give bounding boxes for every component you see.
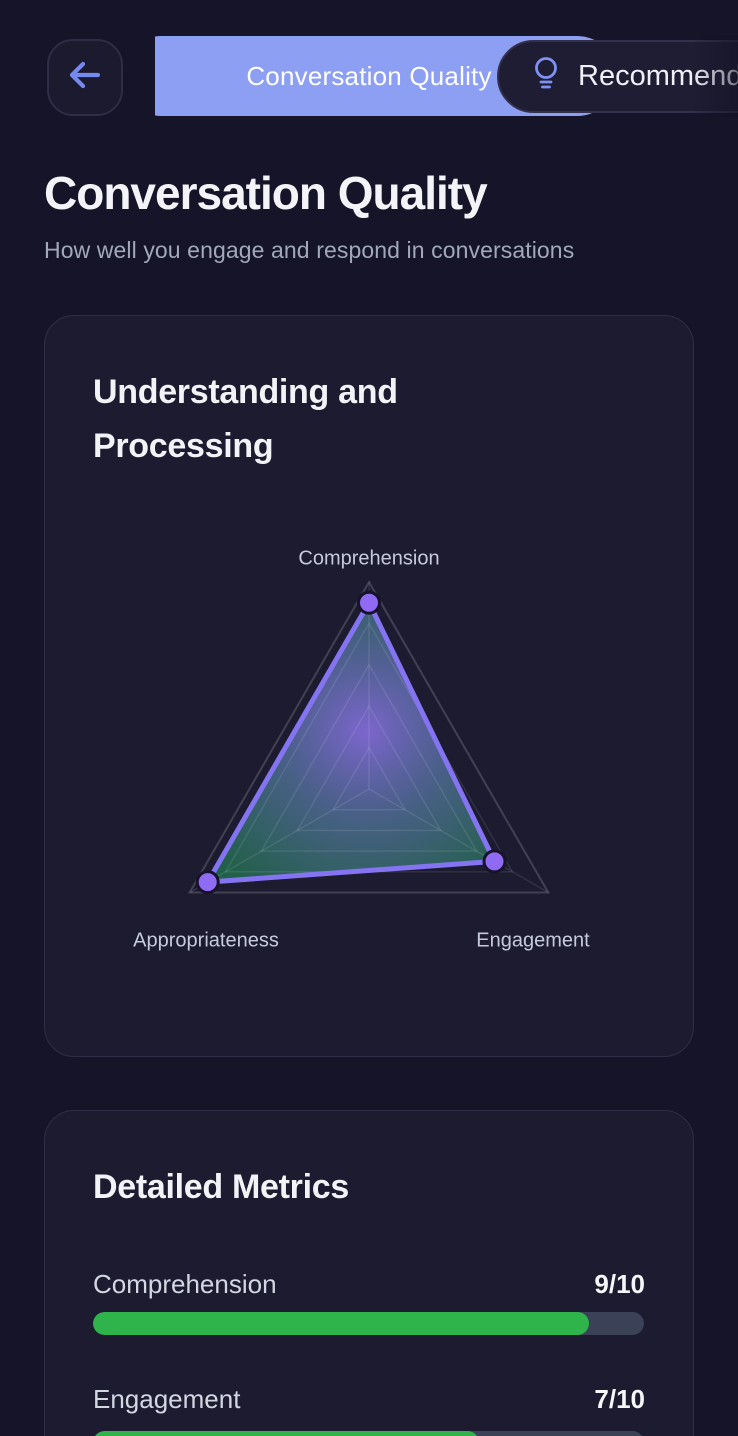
- metric-row: Comprehension 9/10: [93, 1269, 645, 1300]
- metric-label: Engagement: [93, 1384, 241, 1414]
- tab-label: Conversation Quality: [246, 60, 492, 91]
- back-button[interactable]: [47, 39, 123, 116]
- radar-card: Understanding and Processing Comprehensi…: [44, 315, 694, 1057]
- radar-chart-svg: [187, 580, 551, 895]
- page-subtitle: How well you engage and respond in conve…: [44, 237, 575, 263]
- metrics-card: Detailed Metrics Comprehension 9/10 Enga…: [44, 1110, 694, 1436]
- page-title: Conversation Quality: [44, 167, 488, 219]
- tab-label: Recommendations: [578, 60, 738, 92]
- metric-row: Engagement 7/10: [93, 1384, 645, 1415]
- metric-value: 9/10: [594, 1269, 645, 1299]
- metric-fill: [93, 1431, 479, 1436]
- metric-value: 7/10: [594, 1384, 645, 1414]
- tabs-scroller[interactable]: Conversation Quality Recommendations: [155, 35, 738, 117]
- metric-fill: [93, 1312, 589, 1335]
- axis-label-engagement: Engagement: [476, 929, 590, 952]
- lightbulb-icon: [531, 56, 561, 97]
- tab-recommendations[interactable]: Recommendations: [497, 40, 738, 113]
- axis-label-appropriateness: Appropriateness: [133, 929, 279, 952]
- arrow-left-icon: [66, 56, 104, 99]
- metrics-card-title: Detailed Metrics: [93, 1168, 349, 1206]
- metric-label: Comprehension: [93, 1269, 277, 1299]
- radar-chart: Comprehension Engagement Appropriateness: [45, 536, 695, 966]
- radar-card-title: Understanding and Processing: [93, 373, 398, 465]
- metric-track: [93, 1431, 644, 1436]
- axis-label-comprehension: Comprehension: [298, 547, 440, 570]
- metric-track: [93, 1312, 644, 1335]
